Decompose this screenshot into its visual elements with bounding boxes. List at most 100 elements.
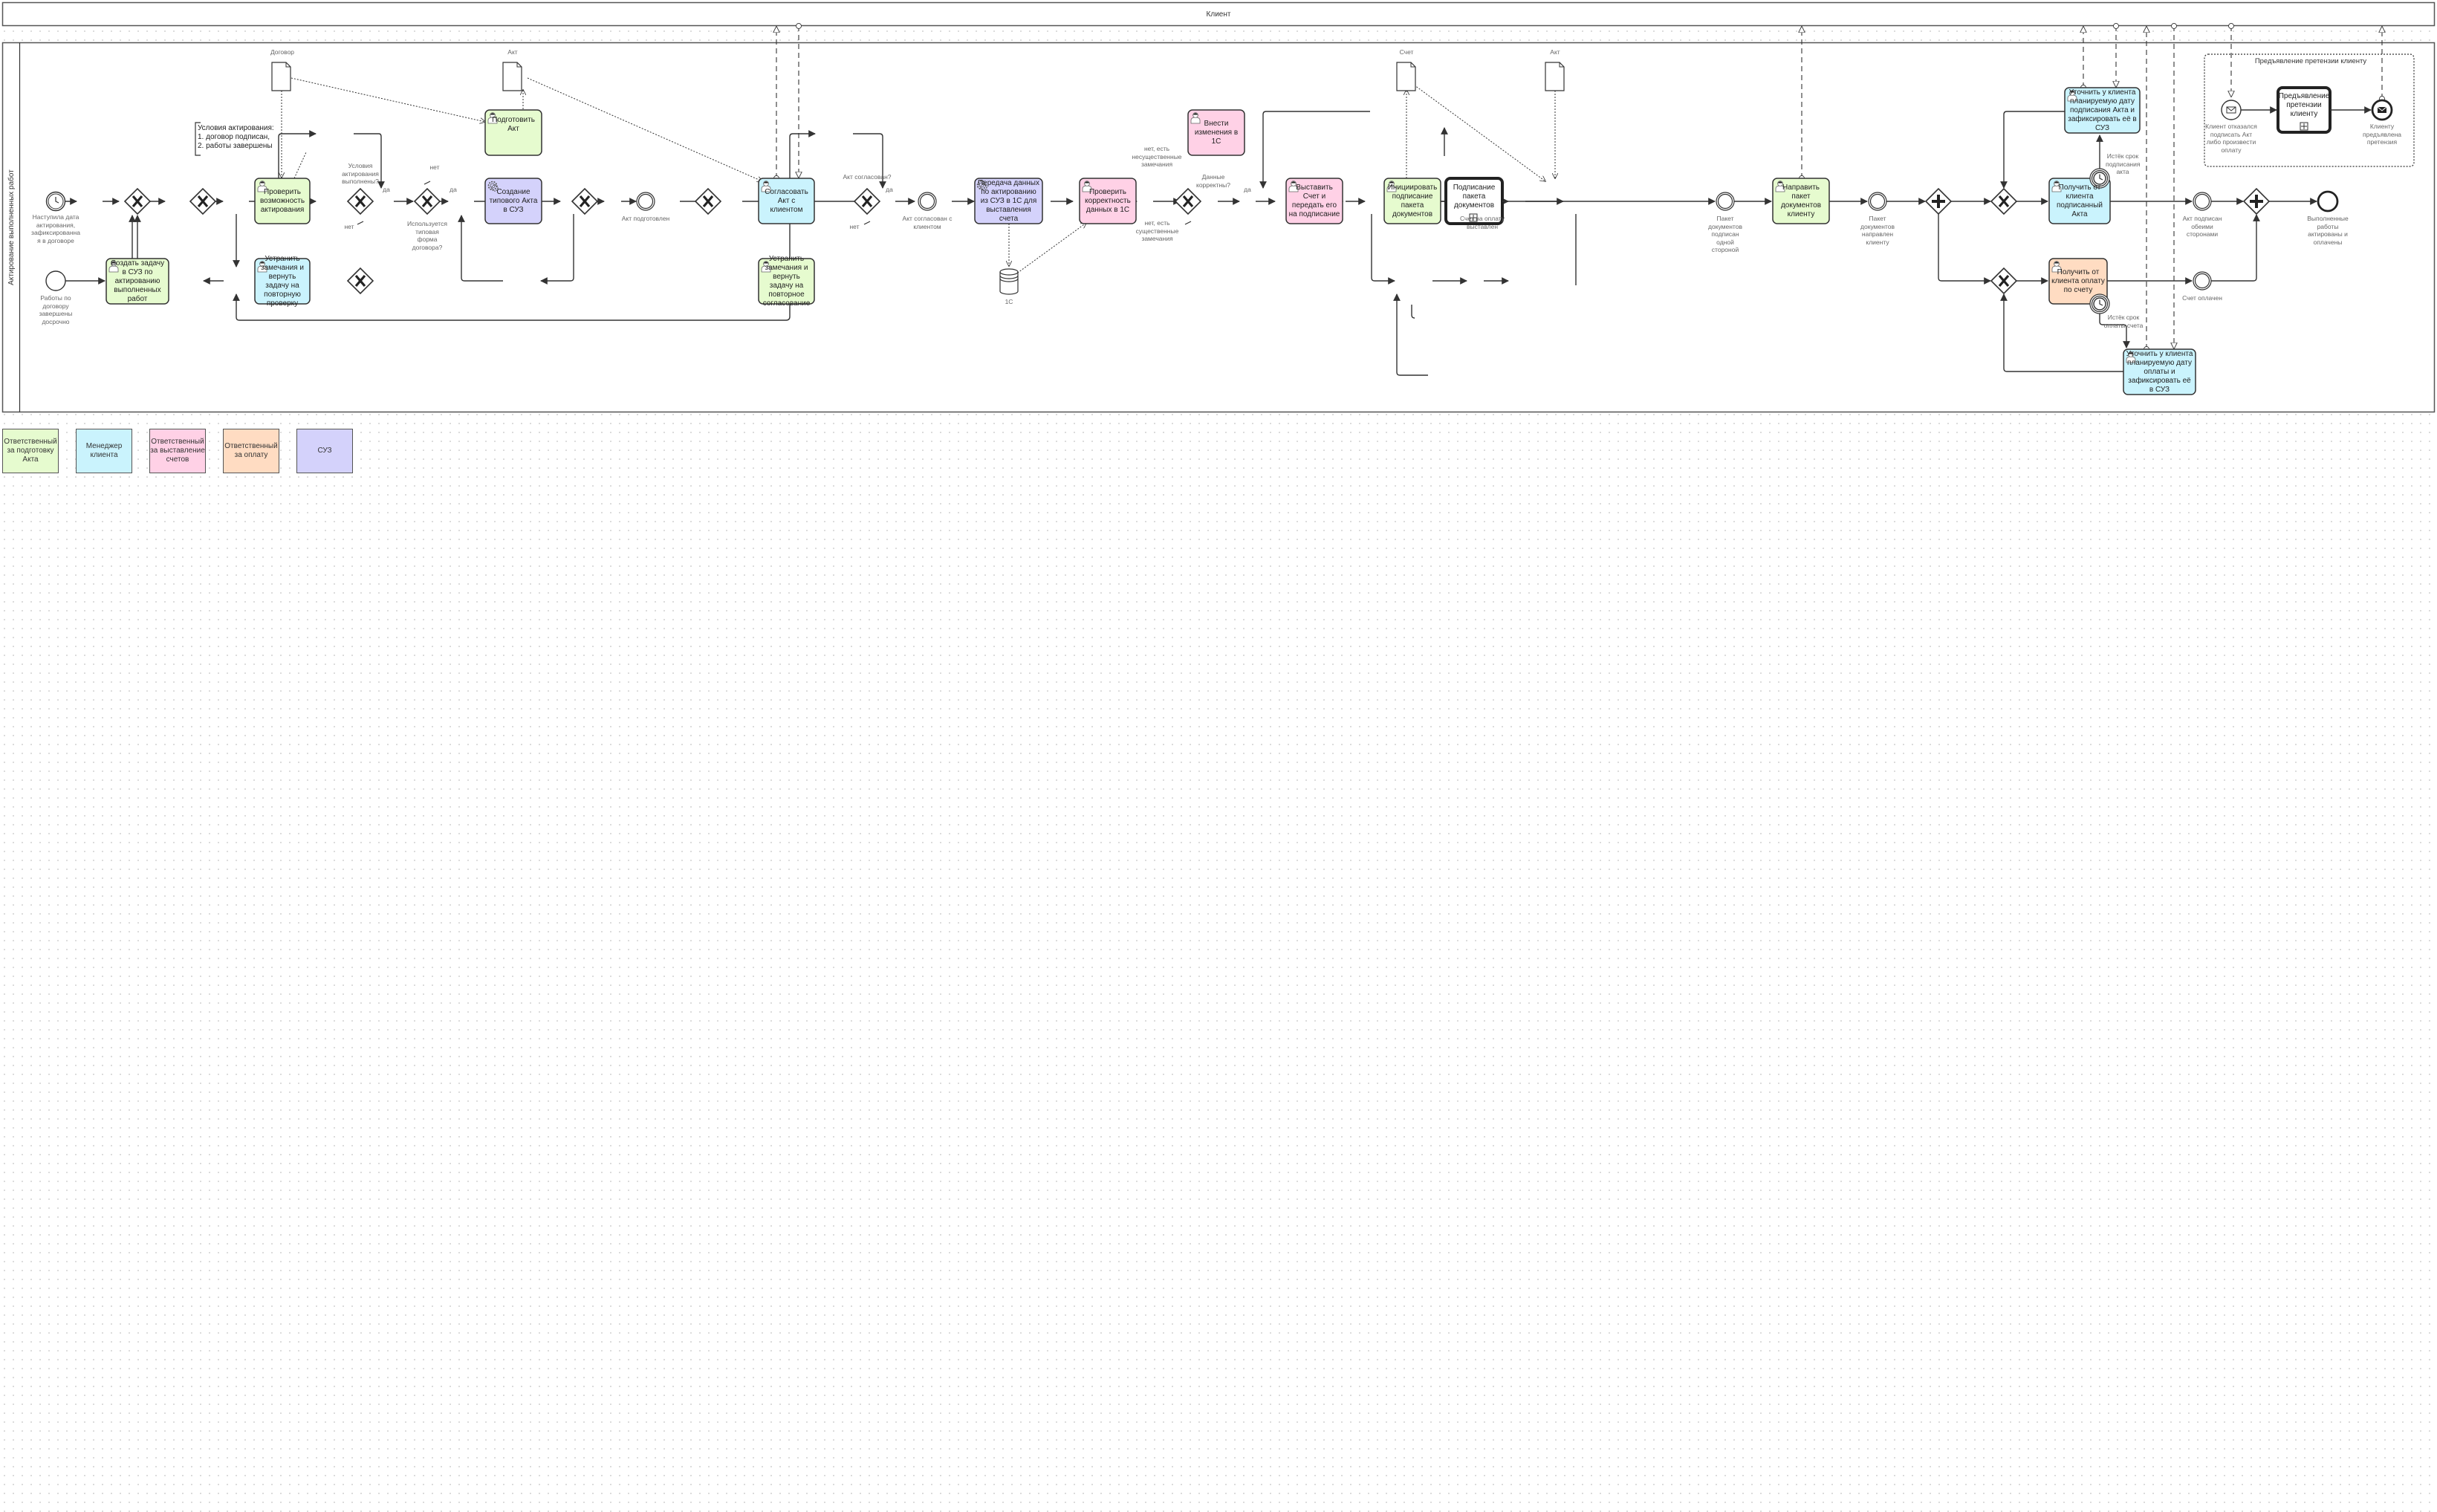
task-label: Инициировать подписание пакета документо…: [1387, 183, 1438, 218]
task-transfer-data[interactable]: [974, 178, 1043, 224]
data-associations: [282, 77, 1555, 277]
legend-label: Ответственный за выставление счетов: [150, 438, 205, 464]
flow: [1411, 305, 1415, 319]
task-label: Устранить замечания и вернуть задачу на …: [261, 254, 304, 308]
flow-label-yes: да: [450, 186, 457, 193]
intermediate-event-signed-one-side[interactable]: [1716, 192, 1735, 211]
task-label: Передача данных по актированию из СУЗ в …: [977, 178, 1039, 223]
flow-label-no: нет: [344, 223, 354, 230]
flow: [458, 215, 503, 282]
task-label: Проверить корректность данных в 1С: [1085, 187, 1131, 214]
legend-manager: Менеджер клиента: [76, 429, 132, 473]
start-event[interactable]: [45, 270, 66, 291]
task-prepare-act[interactable]: [484, 109, 542, 156]
message-flows: [776, 26, 2382, 349]
task-edit-1c[interactable]: [1187, 109, 1245, 156]
event-label: Акт подготовлен: [621, 215, 670, 222]
event-label: Счет на оплату выставлен: [1459, 215, 1505, 230]
task-check-data[interactable]: [1079, 178, 1137, 224]
event-label: Акт подписан обеими сторонами: [2182, 215, 2222, 238]
event-label: Пакет документов направлен клиенту: [1860, 215, 1895, 246]
flow-label-yes: да: [383, 186, 390, 193]
flow: [233, 214, 791, 321]
event-label: Клиент отказался подписать Акт либо прои…: [2205, 123, 2257, 154]
data-object-contract[interactable]: [271, 62, 291, 91]
task-label: Получить от клиента подписанный Акта: [2057, 183, 2103, 218]
start-event-timer[interactable]: [45, 191, 66, 212]
task-label: Направить пакет документов клиенту: [1780, 183, 1822, 218]
message-start-event-claim[interactable]: [2221, 100, 2242, 120]
gateway-label: Акт согласован?: [843, 173, 892, 181]
flow-label-yes: да: [886, 186, 893, 193]
intermediate-event-invoice-paid[interactable]: [2193, 271, 2212, 291]
default-flow-marks: [357, 181, 1192, 225]
task-issue-invoice[interactable]: [1285, 178, 1343, 224]
subprocess-label: Подписание пакета документов: [1453, 184, 1496, 210]
legend-billing: Ответственный за выставление счетов: [149, 429, 206, 473]
task-clarify-sign-date[interactable]: [2064, 87, 2141, 134]
data-object-label: Акт: [1550, 48, 1560, 56]
task-label: Подготовить Акт: [492, 116, 535, 133]
legend-label: Менеджер клиента: [85, 442, 123, 459]
end-event[interactable]: [2317, 190, 2339, 212]
gateway-label: Данные корректны?: [1196, 173, 1230, 189]
event-label: Счет оплачен: [2182, 294, 2222, 302]
association: [293, 152, 307, 179]
subprocess-label: Предъявление претензии клиенту: [2278, 92, 2330, 118]
flow: [354, 133, 385, 189]
task-init-signing[interactable]: [1383, 178, 1441, 224]
event-label: Истёк срок оплаты счета: [2103, 314, 2144, 329]
event-label: Акт согласован с клиентом: [902, 215, 953, 230]
data-object-act[interactable]: [502, 62, 522, 91]
data-store-1c[interactable]: [999, 268, 1019, 295]
event-label: Работы по договору завершены досрочно: [39, 294, 73, 325]
flow-label-major: нет, есть существенные замечания: [1135, 219, 1179, 242]
data-object-invoice[interactable]: [1396, 62, 1416, 91]
legend-label: Ответственный за подготовку Акта: [4, 438, 57, 464]
annotation-bracket: [195, 122, 201, 156]
data-object-label: Акт: [507, 48, 518, 56]
event-label: Выполненные работы актированы и оплачены: [2307, 215, 2349, 246]
association: [527, 77, 762, 181]
intermediate-event-act-signed-both[interactable]: [2193, 192, 2212, 211]
event-label: Клиенту предъявлена претензия: [2363, 123, 2401, 146]
flow-label-yes: да: [1244, 186, 1251, 193]
task-label: Уточнить у клиента планируемую дату опла…: [2126, 349, 2193, 394]
task-label: Получить от клиента оплату по счету: [2051, 267, 2105, 294]
task-check-possibility[interactable]: [254, 178, 311, 224]
flow: [1371, 214, 1395, 285]
message-end-event-claim[interactable]: [2371, 99, 2393, 121]
data-store-label: 1С: [1005, 298, 1013, 305]
flow: [1259, 111, 1370, 189]
legend-suz: СУЗ: [296, 429, 353, 473]
event-label: Наступила дата актирования, зафиксирован…: [31, 213, 80, 244]
association: [1012, 223, 1086, 277]
gateway-label: Условия актирования выполнены?: [342, 162, 379, 185]
client-pool-title: Клиент: [1207, 10, 1231, 19]
task-label: Устранить замечания и вернуть задачу на …: [762, 254, 811, 308]
task-label: Согласовать Акт с клиентом: [765, 187, 808, 214]
event-label: Истёк срок подписания акта: [2106, 152, 2141, 175]
client-pool: [1, 1, 2436, 27]
task-fix-return-agree[interactable]: [758, 258, 815, 305]
legend-label: Ответственный за оплату: [224, 442, 278, 459]
intermediate-event-act-prepared[interactable]: [636, 192, 655, 211]
legend-payment: Ответственный за оплату: [223, 429, 279, 473]
task-label: Внести изменения в 1С: [1194, 119, 1239, 146]
group-claim: [2204, 53, 2415, 167]
task-fix-return-check[interactable]: [254, 258, 311, 305]
legend-label: СУЗ: [317, 447, 332, 455]
intermediate-event-act-agreed[interactable]: [918, 192, 937, 211]
task-create-task[interactable]: [106, 258, 169, 305]
data-object-act-2[interactable]: [1545, 62, 1565, 91]
task-label: Уточнить у клиента планируемую дату подп…: [2068, 88, 2137, 132]
task-create-typical-act[interactable]: [484, 178, 542, 224]
text-annotation: Условия актирования: 1. договор подписан…: [198, 124, 274, 150]
main-pool-title: Актирование выполненных работ: [7, 169, 16, 285]
flow: [789, 130, 816, 189]
group-title: Предъявление претензии клиенту: [2254, 57, 2367, 65]
task-agree-act[interactable]: [758, 178, 815, 224]
data-object-label: Счет: [1399, 48, 1414, 56]
intermediate-event-sent-to-client[interactable]: [1868, 192, 1887, 211]
